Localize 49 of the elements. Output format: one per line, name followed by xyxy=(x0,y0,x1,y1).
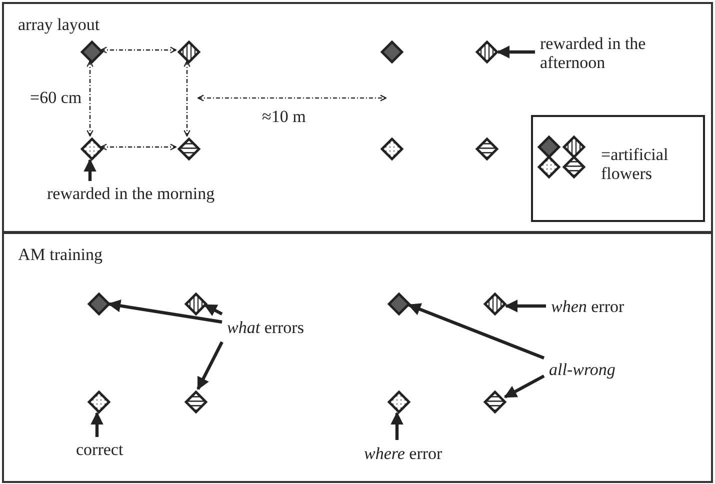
annotation-text: when error xyxy=(551,298,624,317)
flower-icon xyxy=(483,390,507,414)
annotation-text: where error xyxy=(364,445,442,464)
arrow xyxy=(196,341,224,390)
flower-icon xyxy=(177,40,201,64)
annotation-text: what errors xyxy=(227,319,304,338)
annotation-text: all-wrong xyxy=(549,361,616,380)
annotation-text: correct xyxy=(76,441,124,460)
arrow xyxy=(504,374,545,398)
arrow xyxy=(108,300,222,324)
arrow xyxy=(100,46,177,54)
flower-icon xyxy=(562,155,586,179)
flower-icon xyxy=(537,155,561,179)
flower-icon xyxy=(80,137,104,161)
flower-icon xyxy=(483,292,507,316)
arrow xyxy=(390,412,404,440)
dimension-label: ≈10 m xyxy=(262,108,306,127)
annotation-text: rewarded in the afternoon xyxy=(540,35,675,72)
flower-icon xyxy=(184,390,208,414)
arrow xyxy=(204,304,223,316)
flower-icon xyxy=(475,137,499,161)
flower-icon xyxy=(475,40,499,64)
arrow xyxy=(184,60,190,137)
flower-icon xyxy=(380,137,404,161)
flower-icon xyxy=(87,292,111,316)
legend-box xyxy=(531,115,705,222)
flower-icon xyxy=(562,135,586,159)
annotation-text: rewarded in the morning xyxy=(47,185,215,204)
flower-icon xyxy=(387,390,411,414)
flower-icon xyxy=(80,40,104,64)
flower-icon xyxy=(177,137,201,161)
dimension-label: =60 cm xyxy=(30,89,82,108)
flower-icon xyxy=(87,390,111,414)
panel-title: array layout xyxy=(18,16,100,35)
legend-text: =artificial flowers xyxy=(601,146,670,184)
arrow xyxy=(504,300,546,312)
flower-icon xyxy=(387,292,411,316)
arrow xyxy=(86,60,94,137)
flower-icon xyxy=(380,40,404,64)
panel xyxy=(2,2,713,233)
panel xyxy=(2,232,713,483)
arrow xyxy=(90,412,104,437)
panel-title: AM training xyxy=(18,246,103,265)
arrow xyxy=(496,46,535,58)
arrow xyxy=(408,303,545,360)
arrow xyxy=(84,158,96,181)
flower-icon xyxy=(537,135,561,159)
flower-icon xyxy=(184,292,208,316)
arrow xyxy=(100,144,177,150)
